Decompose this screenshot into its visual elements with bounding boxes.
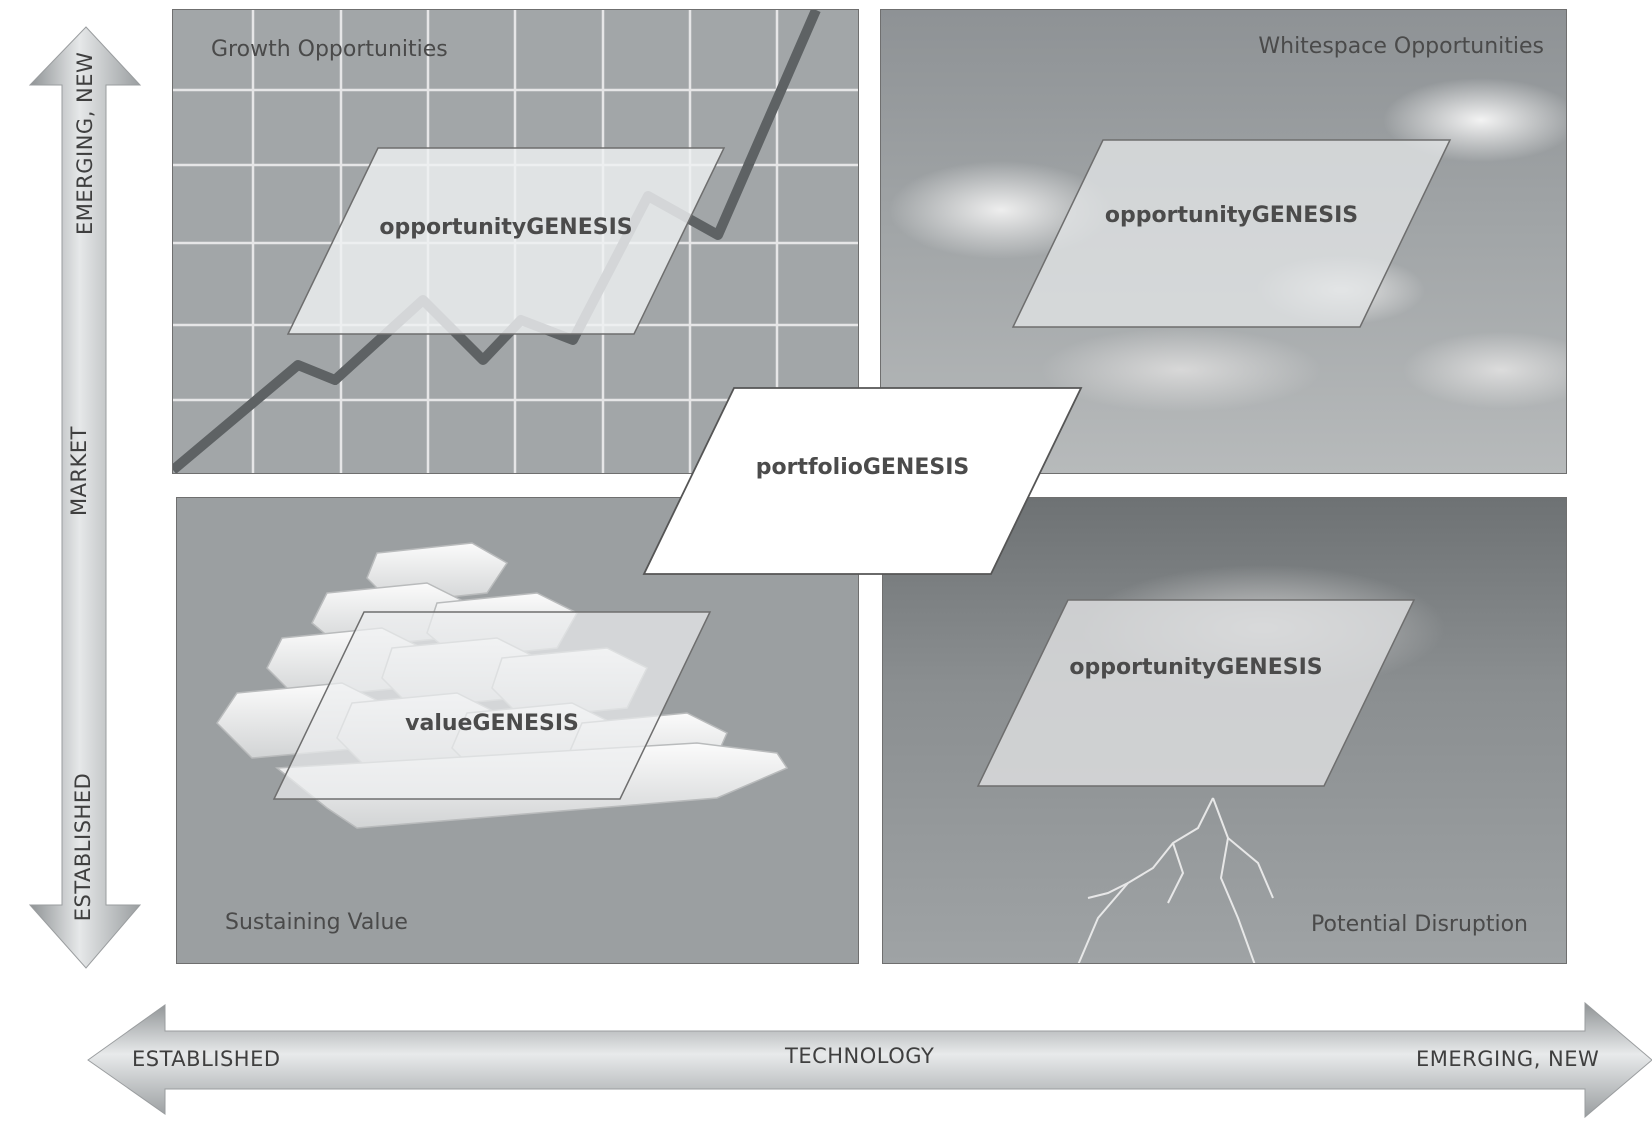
opportunity-genesis-box-bottom-right: opportunityGENESIS [976, 599, 1416, 787]
potential-disruption-label: Potential Disruption [1311, 912, 1528, 937]
lightning-graphic [1077, 797, 1274, 963]
opportunity-genesis-label-top-right: opportunityGENESIS [1104, 203, 1359, 228]
horizontal-axis-right-label: EMERGING, NEW [1416, 1047, 1600, 1071]
vertical-axis-title: MARKET [67, 426, 91, 516]
growth-opportunities-label: Growth Opportunities [211, 37, 448, 62]
opportunity-genesis-box-top-right: opportunityGENESIS [1011, 139, 1452, 328]
horizontal-axis-title: TECHNOLOGY [785, 1044, 935, 1068]
portfolio-genesis-box: portfolioGENESIS [642, 387, 1083, 575]
opportunity-genesis-box-top-left: opportunityGENESIS [286, 147, 726, 335]
vertical-axis-top-label: EMERGING, NEW [73, 51, 97, 235]
vertical-axis-bottom-label: ESTABLISHED [71, 772, 95, 922]
sustaining-value-label: Sustaining Value [225, 910, 408, 935]
whitespace-opportunities-label: Whitespace Opportunities [1258, 34, 1544, 59]
opportunity-genesis-label-bottom-right: opportunityGENESIS [1069, 654, 1323, 680]
vertical-axis-arrow [28, 26, 142, 969]
horizontal-axis-left-label: ESTABLISHED [132, 1047, 281, 1071]
value-genesis-label: valueGENESIS [405, 711, 579, 736]
portfolio-genesis-label: portfolioGENESIS [755, 454, 970, 480]
value-genesis-box: valueGENESIS [272, 611, 712, 800]
opportunity-genesis-label-top-left: opportunityGENESIS [379, 214, 633, 240]
